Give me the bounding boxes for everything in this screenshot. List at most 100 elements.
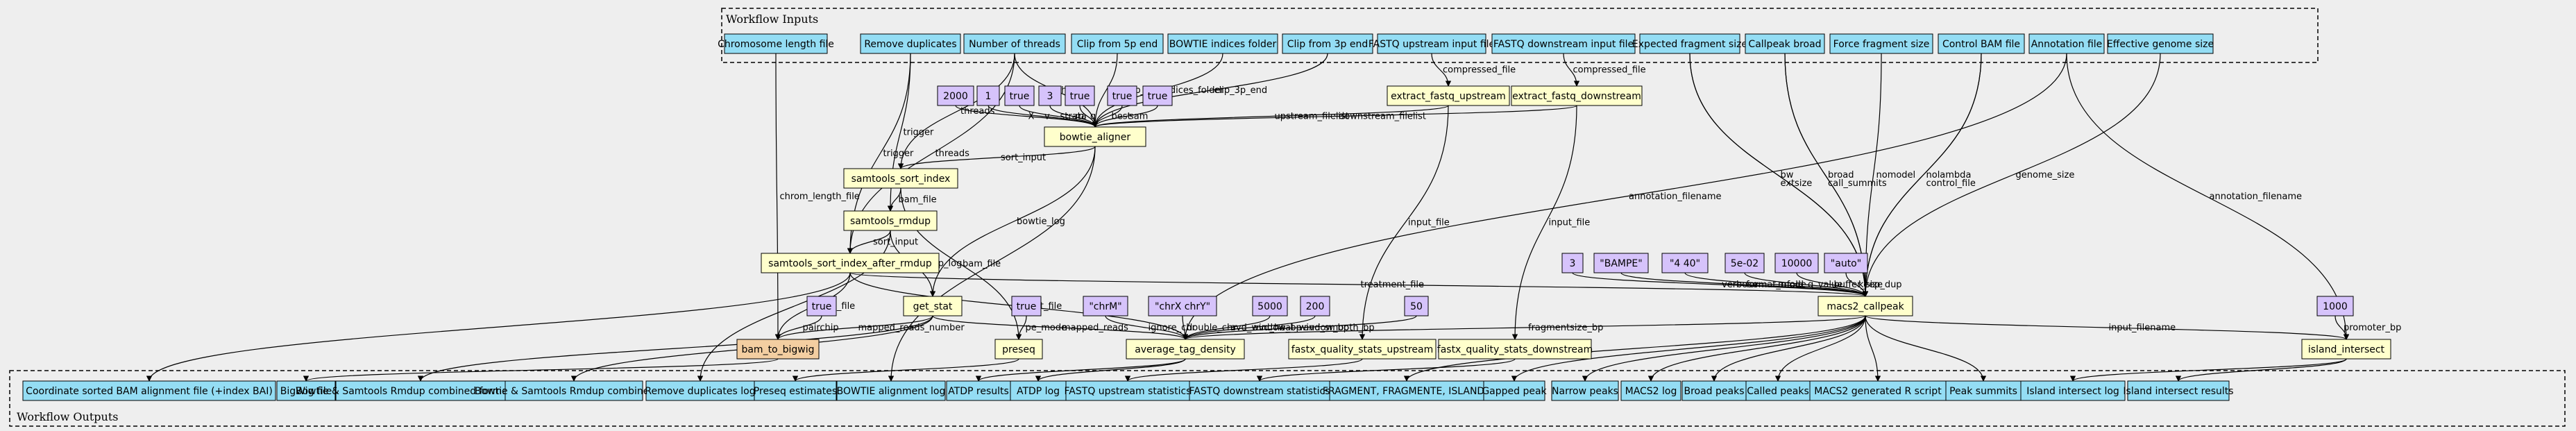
output-bowtie[interactable]: BOWTIE alignment log (836, 380, 946, 401)
edge-p_2000-to-s_bowtie (955, 105, 1099, 128)
param-2000[interactable]: 2000 (937, 85, 974, 106)
param-m3[interactable]: 3 (1561, 253, 1584, 273)
param-1000[interactable]: 1000 (2316, 296, 2354, 316)
edge-s_bowtie-to-s_getstat (929, 146, 1096, 297)
step-rmdup[interactable]: samtools_rmdup (843, 210, 938, 231)
output-atdpres[interactable]: ATDP results (946, 380, 1011, 401)
edge-label-input-filename: input_filename (2109, 323, 2176, 333)
output-summits[interactable]: Peak summits (1945, 380, 2022, 401)
output-label: BigWig file (280, 386, 332, 397)
param-label: "chrX chrY" (1155, 301, 1210, 312)
step-getstat[interactable]: get_stat (903, 296, 963, 316)
output-islog[interactable]: Island intersect log (2020, 380, 2126, 401)
input-threads[interactable]: Number of threads (963, 33, 1066, 54)
param-box (1065, 85, 1095, 106)
output-frag[interactable]: FRAGMENT, FRAGMENTE, ISLANDS (1323, 380, 1491, 401)
output-narrow[interactable]: Narrow peaks (1551, 380, 1619, 401)
step-extract-up[interactable]: extract_fastq_upstream (1387, 85, 1510, 106)
edge-in_frag-to-s_macs2 (1689, 53, 1869, 297)
param-200[interactable]: 200 (1300, 296, 1330, 316)
param-true3[interactable]: true (1107, 85, 1137, 106)
input-genome[interactable]: Effective genome size (2107, 33, 2214, 54)
input-broad[interactable]: Callpeak broad (1745, 33, 1825, 54)
edge-label-trigger2: trigger (904, 128, 935, 138)
input-bowtie[interactable]: BOWTIE indices folder (1167, 33, 1278, 54)
param-chrXY[interactable]: "chrX chrY" (1148, 296, 1217, 316)
output-bam[interactable]: Coordinate sorted BAM alignment file (+i… (22, 380, 276, 401)
step-preseq[interactable]: preseq (994, 339, 1043, 360)
step-island[interactable]: island_intersect (2301, 339, 2391, 360)
param-bampe[interactable]: "BAMPE" (1593, 253, 1649, 273)
param-box (1725, 253, 1765, 273)
edge-label-threads1: threads (960, 106, 995, 117)
edge-p_200-to-s_atdp (1182, 315, 1316, 340)
edge-in_clip5-to-s_bowtie (1092, 53, 1118, 128)
output-isres[interactable]: Island intersect results (2123, 380, 2234, 401)
input-fqdown[interactable]: FASTQ downstream input file (1491, 33, 1636, 54)
output-called[interactable]: Called peaks (1745, 380, 1811, 401)
output-broad[interactable]: Broad peaks (1681, 380, 1747, 401)
param-440[interactable]: "4 40" (1661, 253, 1709, 273)
step-macs2[interactable]: macs2_callpeak (1817, 296, 1913, 316)
input-label: Effective genome size (2107, 39, 2214, 50)
edge-in_annot-to-s_island (2066, 53, 2350, 340)
input-clip5[interactable]: Clip from 5p end (1071, 33, 1164, 54)
param-50[interactable]: 50 (1404, 296, 1429, 316)
param-10000[interactable]: 10000 (1774, 253, 1819, 273)
param-3[interactable]: 3 (1038, 85, 1062, 106)
edge-label-nomodel: nomodel (1876, 170, 1916, 180)
output-bslog[interactable]: Bowtie & Samtools Rmdup combined log (475, 380, 673, 401)
output-label: Coordinate sorted BAM alignment file (+i… (26, 386, 273, 397)
output-gapped[interactable]: Gapped peak (1482, 380, 1548, 401)
output-box (1945, 380, 2022, 401)
output-rmdup[interactable]: Remove duplicates log (645, 380, 756, 401)
step-bigwig[interactable]: bam_to_bigwig (736, 339, 820, 360)
output-fqsdown[interactable]: FASTQ downstream statistics (1189, 380, 1330, 401)
output-preseq[interactable]: Preseq estimates (754, 380, 837, 401)
step-extract-down[interactable]: extract_fastq_downstream (1511, 85, 1643, 106)
param-true2[interactable]: true (1065, 85, 1095, 106)
input-control[interactable]: Control BAM file (1938, 33, 2025, 54)
output-atdplog[interactable]: ATDP log (1010, 380, 1067, 401)
output-macs2log[interactable]: MACS2 log (1620, 380, 1681, 401)
param-true1[interactable]: true (1004, 85, 1035, 106)
step-fqs-down[interactable]: fastx_quality_stats_downstream (1437, 339, 1593, 360)
input-chrom[interactable]: Chromosome length file (718, 33, 834, 54)
input-force[interactable]: Force fragment size (1829, 33, 1933, 54)
input-dup[interactable]: Remove duplicates (860, 33, 961, 54)
param-label: 10000 (1781, 258, 1813, 269)
edge-p_5e02-to-s_macs2 (1744, 272, 1869, 297)
output-fqsup[interactable]: FASTQ upstream statistics (1065, 380, 1192, 401)
step-fqs-up[interactable]: fastx_quality_stats_upstream (1288, 339, 1437, 360)
param-5e02[interactable]: 5e-02 (1725, 253, 1765, 273)
output-label: FRAGMENT, FRAGMENTE, ISLANDS (1323, 386, 1491, 397)
param-1[interactable]: 1 (976, 85, 1000, 106)
param-label: true (1148, 91, 1168, 102)
param-true4[interactable]: true (1142, 85, 1173, 106)
param-pre-true[interactable]: true (1011, 296, 1042, 316)
output-rscript[interactable]: MACS2 generated R script (1809, 380, 1947, 401)
param-5000[interactable]: 5000 (1252, 296, 1288, 316)
edge-s_rmdup-to-s_sort2 (847, 230, 891, 254)
step-bowtie[interactable]: bowtie_aligner (1044, 126, 1146, 147)
input-fqup[interactable]: FASTQ upstream input file (1368, 33, 1495, 54)
edge-label-genome: genome_size (2016, 170, 2075, 180)
param-chrM[interactable]: "chrM" (1083, 296, 1128, 316)
input-annot[interactable]: Annotation file (2028, 33, 2105, 54)
edge-label-v: v (1044, 112, 1050, 122)
step-sort[interactable]: samtools_sort_index (843, 168, 958, 189)
step-box (736, 339, 820, 360)
input-frag[interactable]: Expected fragment size (1632, 33, 1747, 54)
edge-label-input-file3: input_file (1549, 218, 1591, 228)
output-bigwig[interactable]: BigWig file (276, 380, 336, 401)
output-bsfmt[interactable]: Bowtie & Samtools Rmdup combined formatt… (296, 380, 545, 401)
edge-label-avd-smooth: avd_smooth_bp (1304, 323, 1375, 333)
step-sort2[interactable]: samtools_sort_index_after_rmdup (761, 253, 940, 273)
output-box (754, 380, 837, 401)
param-bw-true[interactable]: true (806, 296, 837, 316)
step-atdp[interactable]: average_tag_density (1126, 339, 1245, 360)
param-auto[interactable]: "auto" (1824, 253, 1868, 273)
edge-p_pre_true-to-s_preseq (1015, 315, 1027, 340)
input-clip3[interactable]: Clip from 3p end (1282, 33, 1373, 54)
edge-s_macs2-to-o_called (1774, 315, 1866, 382)
